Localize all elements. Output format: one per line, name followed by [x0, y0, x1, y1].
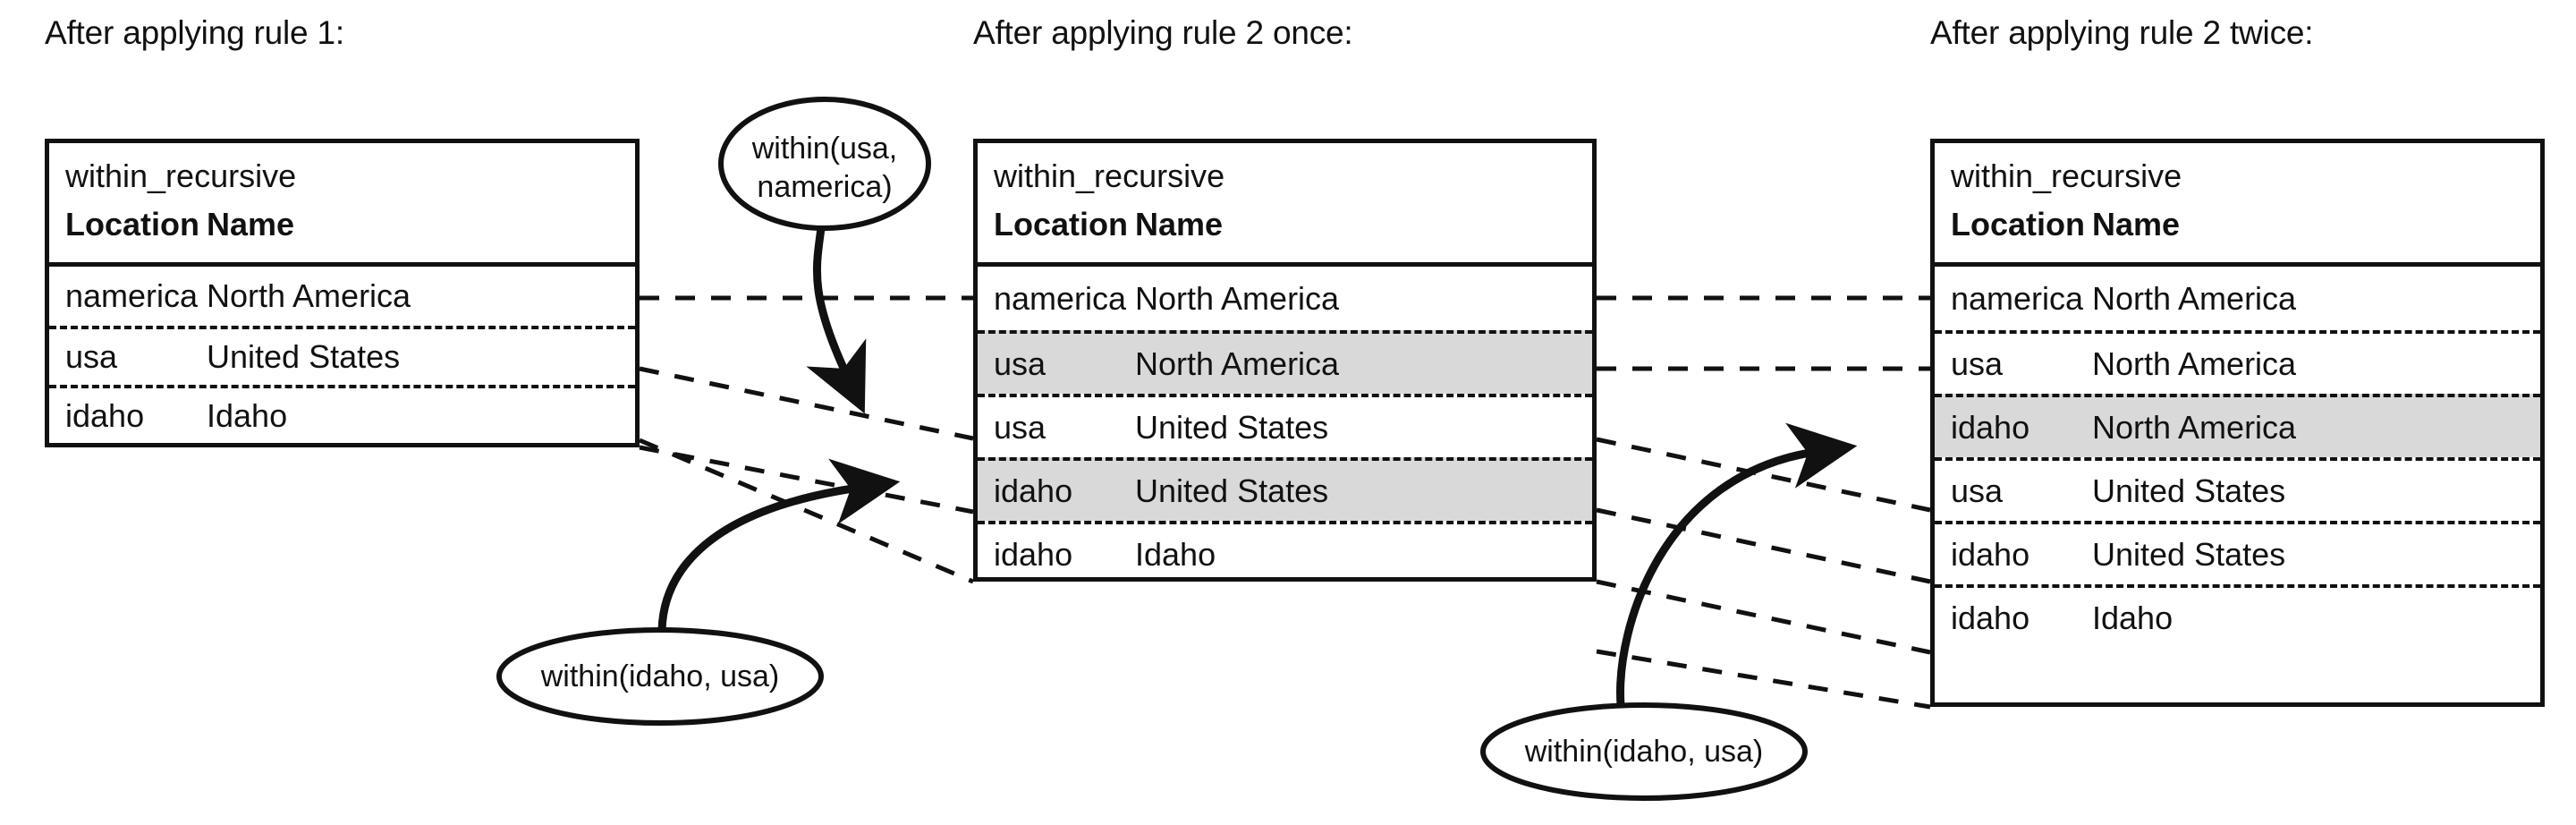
table-row[interactable]: usa United States — [978, 394, 1592, 457]
column-header-location: Location — [994, 206, 1128, 243]
cell-location: usa — [994, 408, 1046, 446]
cell-location: usa — [65, 338, 118, 376]
fact-label-line-1: within(usa, — [751, 132, 898, 166]
cell-location: namerica — [65, 277, 199, 315]
table-row[interactable]: idaho Idaho — [49, 385, 635, 444]
table-row[interactable]: usa United States — [1935, 457, 2540, 521]
cell-location: idaho — [1951, 408, 2030, 446]
table-row[interactable]: usa United States — [49, 326, 635, 385]
cell-name: United States — [207, 338, 401, 376]
cell-location: usa — [1951, 472, 2004, 509]
column-header-name: Name — [1135, 206, 1224, 243]
table-rule-2-twice: within_recursive Location Name namerica … — [1930, 139, 2545, 707]
cell-location: idaho — [994, 535, 1073, 573]
column-header-name: Name — [207, 206, 295, 243]
column-headers-rule-2-twice: Location Name — [1951, 206, 2540, 243]
table-name-rule-2-twice: within_recursive — [1951, 157, 2182, 194]
panel-caption-rule-2-twice: After applying rule 2 twice: — [1930, 14, 2314, 51]
panel-caption-rule-2-once: After applying rule 2 once: — [973, 14, 1353, 51]
arrow-to-idaho-usa-row — [657, 458, 901, 631]
table-body-rule-1: namerica North America usa United States… — [49, 267, 635, 444]
cell-name: North America — [1135, 344, 1340, 382]
table-name-rule-2-once: within_recursive — [994, 157, 1225, 194]
table-rule-2-once: within_recursive Location Name namerica … — [973, 139, 1597, 582]
cell-location: usa — [1951, 344, 2004, 382]
table-header-rule-1: within_recursive Location Name — [49, 143, 635, 267]
table-row[interactable]: idaho Idaho — [1935, 584, 2540, 648]
cell-name: North America — [1135, 279, 1340, 317]
cell-location: idaho — [1951, 535, 2030, 573]
cell-name: United States — [1135, 408, 1329, 446]
table-body-rule-2-once: namerica North America usa North America… — [978, 267, 1592, 584]
cell-location: idaho — [994, 472, 1073, 509]
cell-name: United States — [2092, 535, 2286, 573]
fact-label-usa-namerica: within(usa, namerica) — [721, 130, 928, 206]
arrow-to-idaho-namerica-row — [1616, 422, 1858, 706]
column-headers-rule-2-once: Location Name — [994, 206, 1592, 243]
cell-name: Idaho — [1135, 535, 1216, 573]
column-header-name: Name — [2092, 206, 2181, 243]
table-row[interactable]: idaho United States — [1935, 521, 2540, 584]
table-row[interactable]: namerica North America — [49, 267, 635, 326]
table-header-rule-2-twice: within_recursive Location Name — [1935, 143, 2540, 267]
fact-label-line-1: within(idaho, usa) — [1524, 735, 1764, 769]
table-name-rule-1: within_recursive — [65, 157, 297, 194]
fact-label-idaho-usa-left: within(idaho, usa) — [499, 658, 821, 696]
cell-location: usa — [994, 344, 1046, 382]
cell-name: North America — [2092, 408, 2297, 446]
table-row[interactable]: namerica North America — [1935, 267, 2540, 330]
table-row-highlighted[interactable]: idaho North America — [1935, 394, 2540, 457]
cell-name: Idaho — [2092, 599, 2174, 636]
column-header-location: Location — [65, 206, 199, 243]
cell-name: North America — [2092, 279, 2297, 317]
table-body-rule-2-twice: namerica North America usa North America… — [1935, 267, 2540, 648]
table-rule-1: within_recursive Location Name namerica … — [45, 139, 640, 447]
cell-name: United States — [2092, 472, 2286, 509]
cell-location: namerica — [1951, 279, 2084, 317]
table-row[interactable]: namerica North America — [978, 267, 1592, 330]
cell-name: North America — [2092, 344, 2297, 382]
dashed-connectors-middle-right — [1596, 295, 1931, 710]
cell-name: Idaho — [207, 397, 288, 435]
table-row[interactable]: usa North America — [1935, 330, 2540, 394]
panel-caption-rule-1: After applying rule 1: — [45, 14, 344, 51]
arrow-to-usa-namerica-row — [806, 227, 867, 414]
fact-label-idaho-usa-right: within(idaho, usa) — [1483, 733, 1805, 771]
table-row-highlighted[interactable]: idaho United States — [978, 457, 1592, 521]
fact-label-line-1: within(idaho, usa) — [540, 659, 780, 693]
column-headers-rule-1: Location Name — [65, 206, 635, 243]
cell-name: United States — [1135, 472, 1329, 509]
table-row-highlighted[interactable]: usa North America — [978, 330, 1592, 394]
dashed-connectors-left-middle — [639, 295, 974, 584]
table-row[interactable]: idaho Idaho — [978, 521, 1592, 584]
cell-name: North America — [207, 277, 411, 315]
cell-location: idaho — [65, 397, 145, 435]
column-header-location: Location — [1951, 206, 2085, 243]
cell-location: namerica — [994, 279, 1127, 317]
fact-label-line-2: namerica) — [757, 169, 893, 204]
cell-location: idaho — [1951, 599, 2030, 636]
table-header-rule-2-once: within_recursive Location Name — [978, 143, 1592, 267]
